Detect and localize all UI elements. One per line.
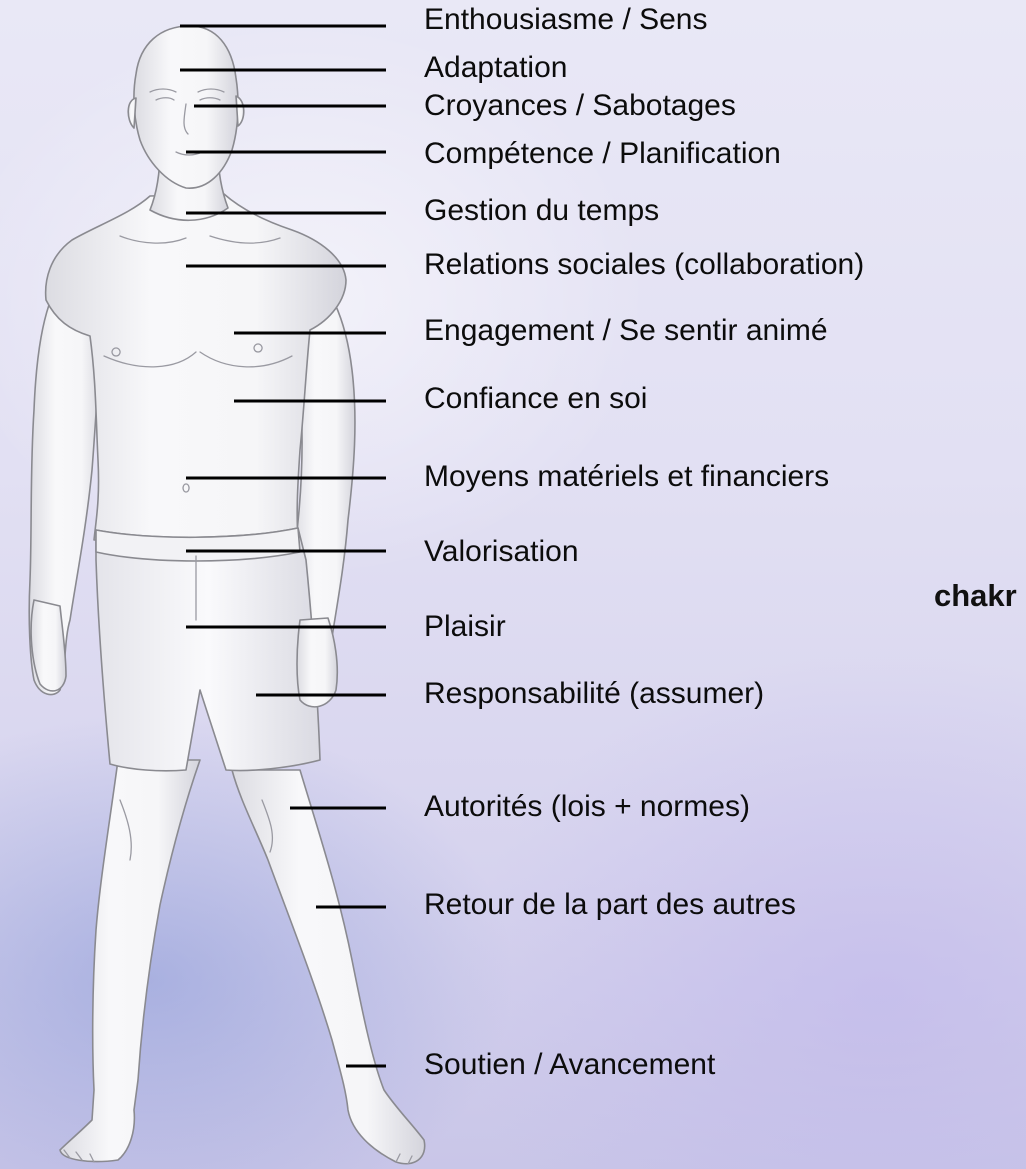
- shorts: [96, 528, 320, 771]
- label-autorites: Autorités (lois + normes): [424, 792, 750, 822]
- label-adaptation: Adaptation: [424, 53, 567, 83]
- label-enthousiasme: Enthousiasme / Sens: [424, 5, 708, 35]
- label-soutien: Soutien / Avancement: [424, 1050, 715, 1080]
- label-responsabilite: Responsabilité (assumer): [424, 679, 764, 709]
- right-leg: [60, 760, 200, 1162]
- label-retour: Retour de la part des autres: [424, 890, 796, 920]
- label-engagement: Engagement / Se sentir animé: [424, 316, 828, 346]
- ear: [236, 96, 244, 126]
- label-competence: Compétence / Planification: [424, 139, 781, 169]
- chakra-heading-fragment: chakr: [934, 578, 1017, 614]
- left-leg: [232, 770, 425, 1164]
- label-confiance: Confiance en soi: [424, 384, 647, 414]
- label-gestion-temps: Gestion du temps: [424, 196, 659, 226]
- label-moyens: Moyens matériels et financiers: [424, 462, 829, 492]
- label-croyances: Croyances / Sabotages: [424, 91, 736, 121]
- human-figure: [29, 26, 424, 1164]
- ear: [128, 98, 136, 128]
- label-plaisir: Plaisir: [424, 612, 506, 642]
- label-relations: Relations sociales (collaboration): [424, 250, 864, 280]
- label-valorisation: Valorisation: [424, 537, 579, 567]
